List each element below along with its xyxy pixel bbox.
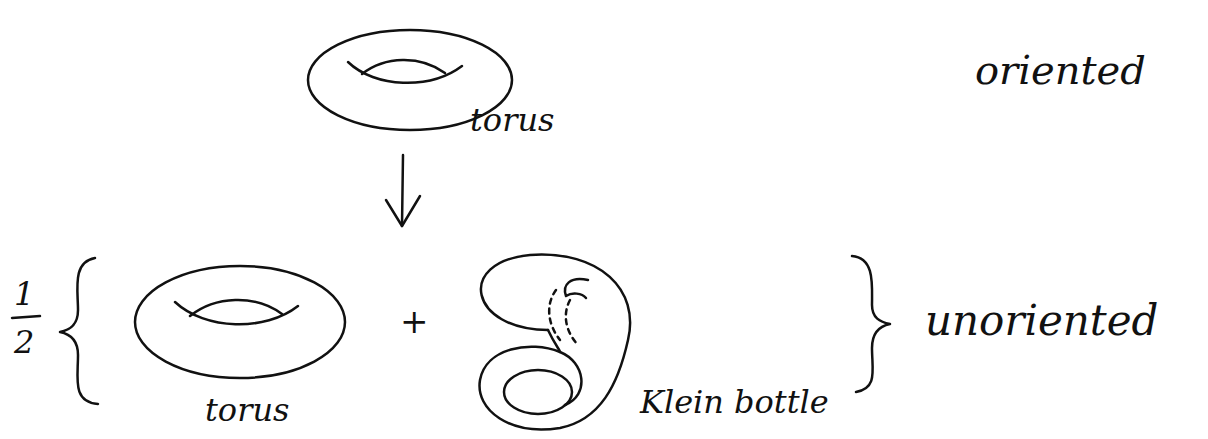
brace — [60, 258, 98, 404]
surface-name: Klein bottle — [640, 386, 829, 418]
fraction-bar — [12, 316, 40, 318]
klein-bottle-mouth — [504, 370, 572, 414]
plus-sign: + — [400, 304, 429, 338]
klein-bottle-outline — [480, 255, 631, 430]
brace — [852, 256, 890, 392]
orientation-label: oriented — [975, 50, 1146, 90]
arrow-shaft — [402, 155, 403, 226]
klein-bottle-tube — [549, 290, 578, 345]
torus-outline — [135, 266, 345, 378]
fraction-denominator: 2 — [14, 326, 34, 358]
surface-name: torus — [470, 104, 554, 136]
torus-hole — [190, 300, 282, 316]
surface-name: torus — [205, 394, 289, 426]
klein-bottle-handle — [565, 279, 588, 298]
torus-hole — [362, 60, 445, 74]
arrow-head — [386, 196, 420, 226]
fraction-numerator: 1 — [14, 278, 34, 310]
orientation-label: unoriented — [925, 300, 1158, 342]
